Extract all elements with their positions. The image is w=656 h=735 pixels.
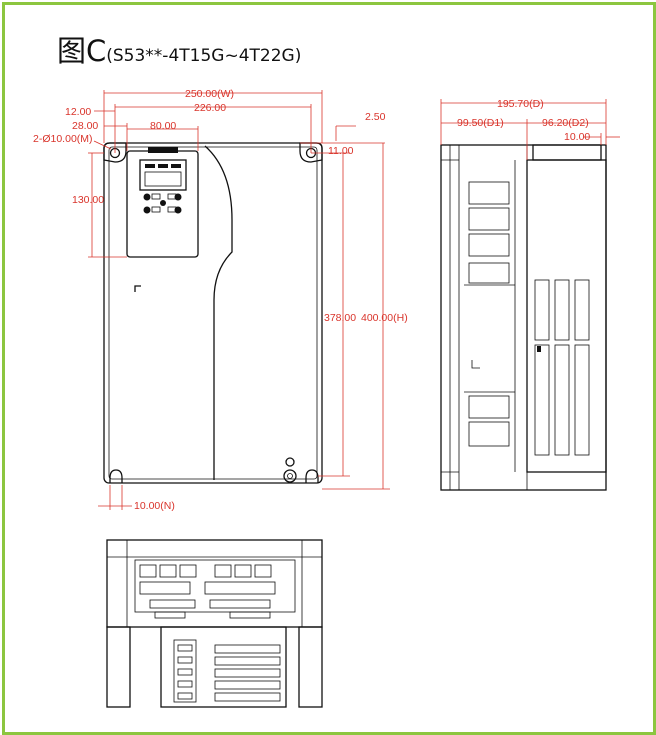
bottom-view [106,539,323,708]
front-view [103,142,323,484]
dim-height-h: 400.00(H) [361,312,408,324]
side-dimension-lines [440,99,620,160]
dim-378: 378.00 [324,312,356,324]
title-prefix: 图C [57,34,107,68]
dim-10: 10.00 [564,131,590,143]
dim-12: 12.00 [65,106,91,118]
title-model: (S53**-4T15G~4T22G) [106,46,302,66]
keypad-display [139,159,187,191]
keypad-buttons [143,193,182,214]
ground-symbol [285,457,295,467]
dim-80: 80.00 [150,120,176,132]
bottom-right-slot [305,469,319,483]
front-body-outline [103,142,323,484]
side-view [440,144,607,491]
side-outline [440,144,607,491]
side-heatsink [526,159,607,473]
bottom-right-flange [298,626,323,708]
front-body-inner [108,146,318,480]
ground-screw [283,469,297,483]
dim-28: 28.00 [72,120,98,132]
dim-226: 226.00 [194,102,226,114]
dim-depth-d: 195.70(D) [497,98,544,110]
keypad-connector [148,147,178,153]
dim-d1: 99.50(D1) [457,117,504,129]
side-vents [468,181,590,456]
dim-width-w: 250.00(W) [185,88,234,100]
cover-curve [204,145,233,480]
bottom-fins [173,639,281,703]
bottom-heatsink [160,626,287,708]
dim-holes: 2-Ø10.00(M) [33,133,93,145]
dim-2-5: 2.50 [365,111,386,123]
dim-130: 130.00 [72,194,104,206]
dim-11: 11.00 [328,145,354,157]
corner-mark [134,285,141,292]
terminal-block [134,559,296,619]
dim-d2: 96.20(D2) [542,117,589,129]
bottom-left-flange [106,626,131,708]
diagram-title: 图C(S53**-4T15G~4T22G) [57,28,301,70]
bottom-outline [106,539,323,628]
front-dimension-lines [88,90,390,510]
side-top-flange [532,144,602,161]
dim-slot-n: 10.00(N) [134,500,175,512]
bottom-left-slot [109,469,123,483]
